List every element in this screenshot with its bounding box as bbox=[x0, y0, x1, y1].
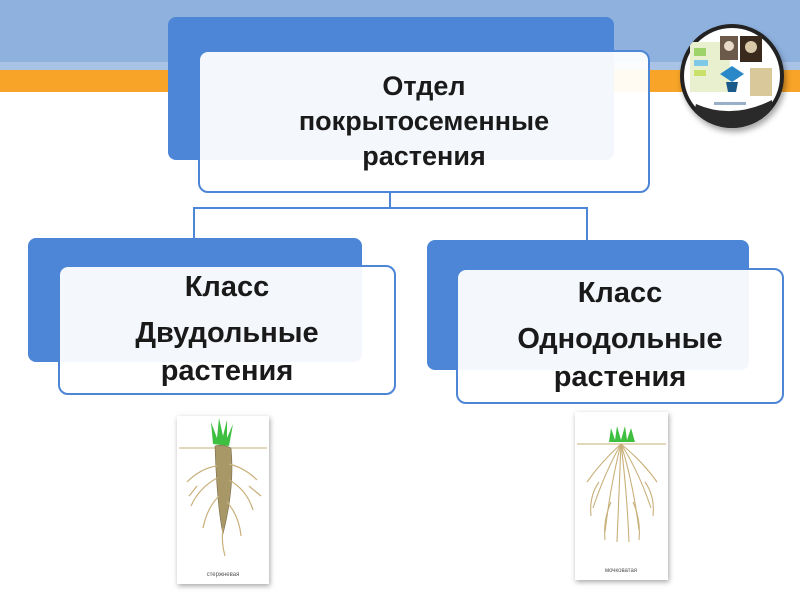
root-node-line1: Отдел bbox=[382, 70, 466, 101]
connector-right-drop bbox=[586, 207, 588, 240]
right-node-line1: Класс bbox=[577, 277, 663, 310]
connector-vertical-top bbox=[389, 193, 391, 208]
root-node: Отдел покрытосеменные растения bbox=[198, 50, 650, 193]
left-node-line2: Двудольные bbox=[135, 317, 319, 350]
root-node-line3: растения bbox=[362, 141, 486, 172]
taproot-plant-icon: стержневая bbox=[179, 418, 267, 578]
connector-horizontal bbox=[193, 207, 588, 209]
right-node-line3: растения bbox=[553, 360, 687, 393]
left-node: Класс Двудольные растения bbox=[58, 265, 396, 395]
root-node-line2: покрытосеменные bbox=[298, 105, 550, 136]
taproot-image: стержневая bbox=[177, 416, 269, 584]
right-node-line2: Однодольные bbox=[517, 323, 723, 356]
connector-left-drop bbox=[193, 207, 195, 238]
right-node: Класс Однодольные растения bbox=[456, 268, 784, 404]
left-node-line1: Класс bbox=[184, 271, 270, 304]
fibrous-plant-icon: мочковатая bbox=[577, 426, 666, 574]
logo-icon bbox=[680, 24, 784, 128]
taproot-caption: стержневая bbox=[207, 572, 240, 578]
left-node-line3: растения bbox=[160, 354, 294, 387]
fibrous-caption: мочковатая bbox=[605, 568, 637, 574]
fibrous-root-image: мочковатая bbox=[575, 412, 668, 580]
